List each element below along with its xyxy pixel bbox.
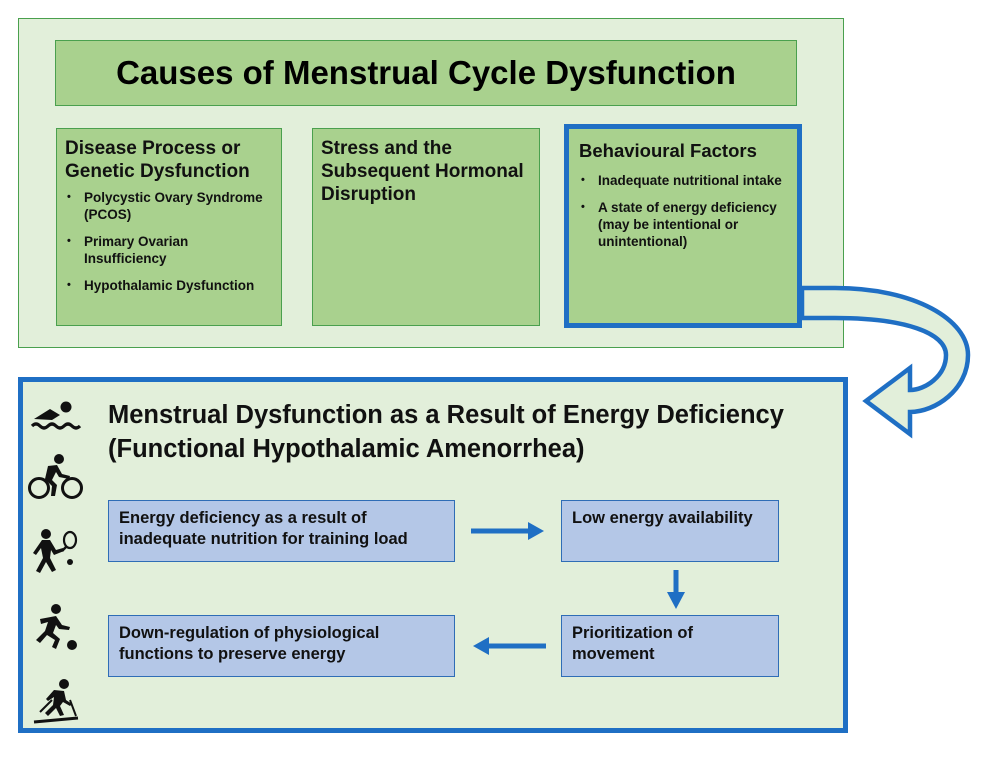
cause-item: •Primary Ovarian Insufficiency — [67, 234, 189, 266]
cause-item: •A state of energy deficiency (may be in… — [581, 200, 777, 249]
flow-arrow-down — [667, 570, 685, 609]
cause-behavioural: Behavioural Factors •Inadequate nutritio… — [564, 124, 802, 328]
curved-connector-arrow — [799, 285, 971, 439]
cause-list: •Polycystic Ovary Syndrome (PCOS) •Prima… — [65, 189, 273, 294]
cause-list: •Inadequate nutritional intake •A state … — [579, 172, 787, 250]
diagram-title: Causes of Menstrual Cycle Dysfunction — [55, 40, 797, 106]
cause-item: •Hypothalamic Dysfunction — [67, 278, 255, 293]
cause-heading: Disease Process or Genetic Dysfunction — [65, 138, 250, 182]
flow-step-prioritization: Prioritization of movement — [561, 615, 779, 677]
flow-step-low-energy: Low energy availability — [561, 500, 779, 562]
flow-step-energy-deficiency: Energy deficiency as a result of inadequ… — [108, 500, 455, 562]
swimming-icon — [30, 401, 82, 430]
flow-arrow-left — [473, 637, 546, 655]
cause-item: •Polycystic Ovary Syndrome (PCOS) — [67, 190, 263, 222]
cycling-icon — [28, 454, 83, 499]
flow-arrow-right — [471, 522, 544, 540]
cause-stress: Stress and the Subsequent Hormonal Disru… — [312, 128, 540, 326]
cause-heading: Behavioural Factors — [579, 140, 757, 161]
cause-heading: Stress and the Subsequent Hormonal Disru… — [321, 138, 524, 205]
tennis-icon — [33, 529, 78, 573]
cause-disease-genetic: Disease Process or Genetic Dysfunction •… — [56, 128, 282, 326]
flow-step-down-regulation: Down-regulation of physiological functio… — [108, 615, 455, 677]
skiing-icon — [33, 679, 79, 724]
result-title: Menstrual Dysfunction as a Result of Ene… — [108, 401, 784, 463]
cause-item: •Inadequate nutritional intake — [581, 173, 782, 188]
soccer-icon — [36, 604, 77, 650]
